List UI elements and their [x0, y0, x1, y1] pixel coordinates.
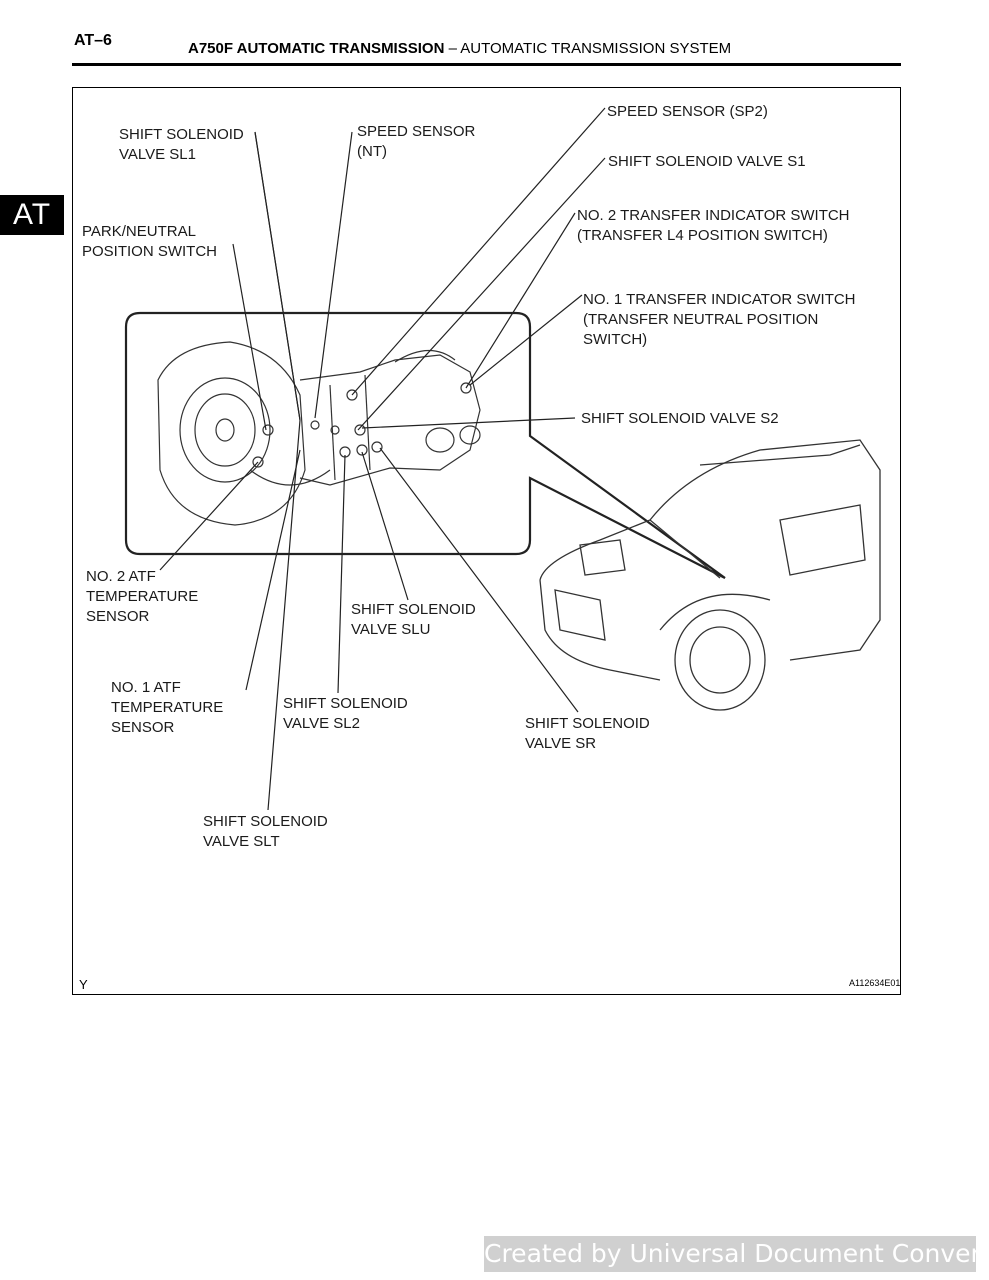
figure-corner-code: Y: [79, 977, 88, 992]
header-title-bold: A750F AUTOMATIC TRANSMISSION: [188, 40, 445, 57]
label-speed-sensor-sp2: SPEED SENSOR (SP2): [607, 103, 768, 120]
label-transfer-indicator-switch-2: NO. 2 TRANSFER INDICATOR SWITCH (TRANSFE…: [577, 207, 850, 244]
page-number: AT–6: [74, 32, 112, 49]
figure-id: A112634E01: [849, 978, 901, 988]
label-park-neutral-switch: PARK/NEUTRAL POSITION SWITCH: [82, 223, 217, 260]
watermark-banner: Created by Universal Document Converter: [484, 1236, 989, 1272]
label-shift-solenoid-s2: SHIFT SOLENOID VALVE S2: [581, 410, 779, 427]
transmission-diagram: [124, 107, 881, 811]
header-divider: [72, 63, 901, 66]
inset-frame: [124, 311, 726, 579]
section-tab: AT: [0, 195, 64, 235]
label-transfer-indicator-switch-1: NO. 1 TRANSFER INDICATOR SWITCH (TRANSFE…: [583, 291, 856, 348]
label-shift-solenoid-slt: SHIFT SOLENOID VALVE SLT: [203, 813, 328, 850]
header-title-rest: – AUTOMATIC TRANSMISSION SYSTEM: [448, 40, 732, 57]
label-atf-temperature-sensor-1: NO. 1 ATF TEMPERATURE SENSOR: [111, 679, 224, 736]
label-shift-solenoid-s1: SHIFT SOLENOID VALVE S1: [608, 153, 806, 170]
label-atf-temperature-sensor-2: NO. 2 ATF TEMPERATURE SENSOR: [86, 568, 199, 625]
label-shift-solenoid-sr: SHIFT SOLENOID VALVE SR: [525, 715, 650, 752]
vehicle-illustration: [539, 439, 881, 711]
leader-lines: [159, 107, 606, 811]
label-shift-solenoid-slu: SHIFT SOLENOID VALVE SLU: [351, 601, 476, 638]
transmission-illustration: [157, 341, 481, 526]
label-shift-solenoid-sl2: SHIFT SOLENOID VALVE SL2: [283, 695, 408, 732]
figure-frame: [72, 87, 901, 995]
page-header-title: A750F AUTOMATIC TRANSMISSION – AUTOMATIC…: [188, 40, 731, 57]
label-shift-solenoid-sl1: SHIFT SOLENOID VALVE SL1: [119, 126, 244, 163]
label-speed-sensor-nt: SPEED SENSOR (NT): [357, 123, 476, 160]
